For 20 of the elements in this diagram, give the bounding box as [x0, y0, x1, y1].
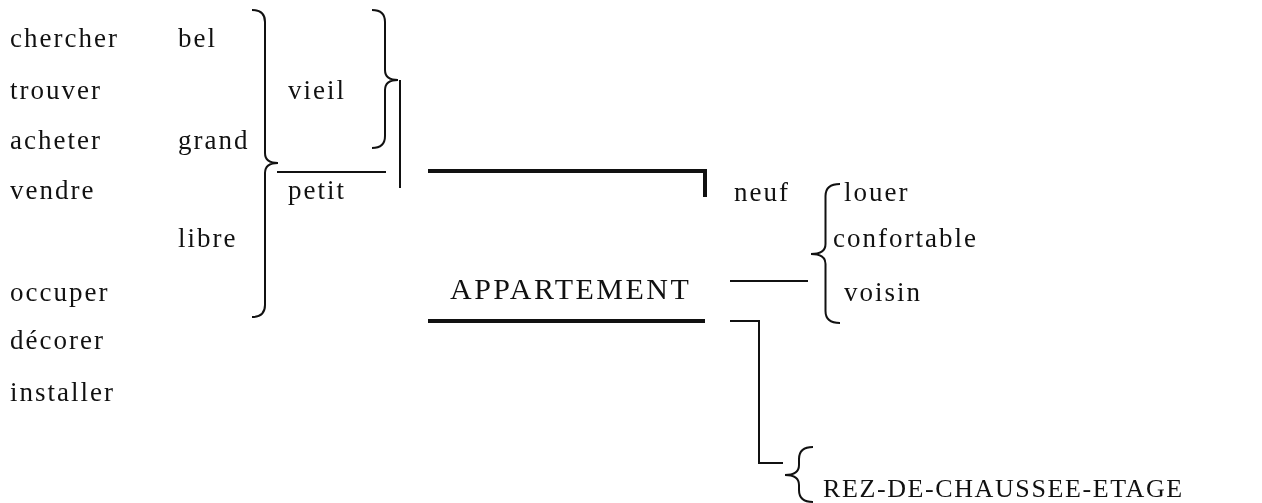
- word-label: trouver: [10, 74, 102, 106]
- word-label: vieil: [288, 74, 346, 106]
- word-label: louer: [844, 176, 910, 208]
- word-label: acheter: [10, 124, 102, 156]
- word-label: occuper: [10, 276, 110, 308]
- word-label: APPARTEMENT: [450, 273, 692, 305]
- word-label: REZ-DE-CHAUSSEE-ETAGE: [823, 475, 1184, 503]
- word-label: installer: [10, 376, 115, 408]
- word-label: petit: [288, 174, 346, 206]
- word-label: neuf: [734, 176, 790, 208]
- word-label: voisin: [844, 276, 922, 308]
- connector-line: [729, 320, 784, 464]
- connector-line: [729, 280, 809, 282]
- word-label: vendre: [10, 174, 96, 206]
- word-label: bel: [178, 22, 217, 54]
- word-label: confortable: [833, 222, 978, 254]
- word-label: décorer: [10, 324, 105, 356]
- word-label: libre: [178, 222, 238, 254]
- word-label: grand: [178, 124, 250, 156]
- word-label: chercher: [10, 22, 119, 54]
